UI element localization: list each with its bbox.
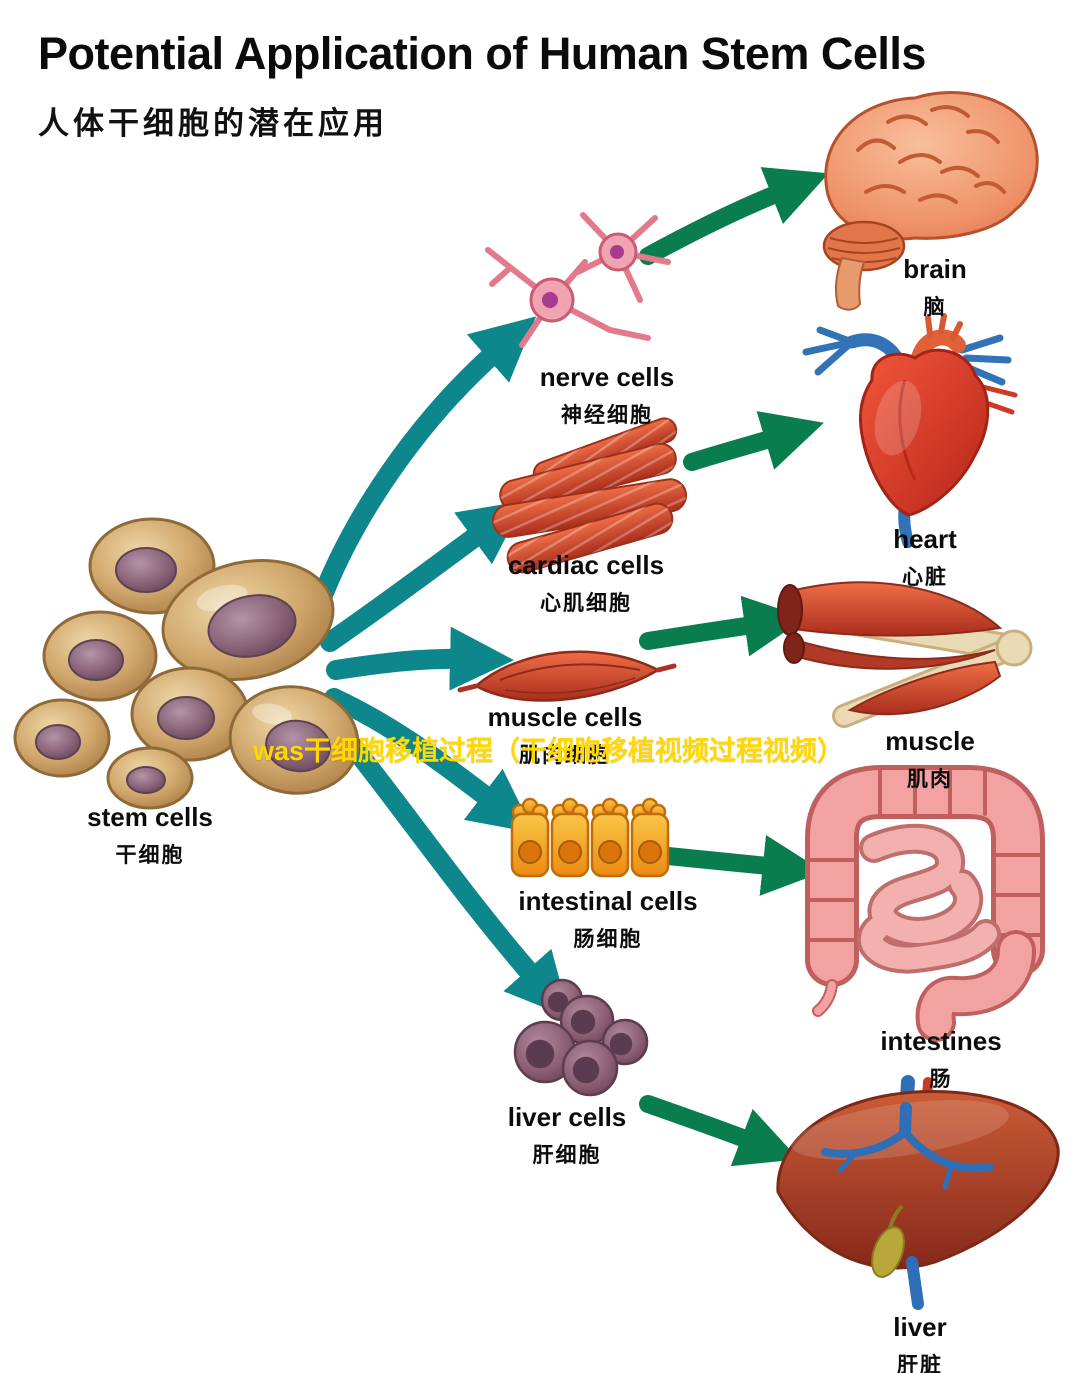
arrow-muscle-to-muscle — [639, 595, 806, 657]
stem-to-cell-arrows — [308, 316, 570, 1018]
nerve-cells-zh: 神经细胞 — [561, 404, 653, 427]
cell-to-organ-arrows — [639, 167, 829, 1167]
intestinal-cells-en: intestinal cells — [518, 886, 698, 916]
muscle-cells-zh: 肌肉细胞 — [519, 744, 611, 767]
label-intestines: intestines 肠 — [880, 1026, 1001, 1093]
label-muscle-organ: muscle 肌肉 — [885, 726, 975, 793]
brain-en: brain — [903, 254, 967, 284]
intestinal-cells-illustration — [510, 797, 670, 878]
intestinal-cells-zh: 肠细胞 — [573, 928, 643, 951]
cardiac-cells-illustration — [492, 417, 688, 574]
label-intestinal-cells: intestinal cells 肠细胞 — [518, 886, 697, 953]
arrow-stem-to-nerve — [308, 316, 537, 618]
intestines-zh: 肠 — [929, 1068, 953, 1091]
liver-organ-zh: 肝脏 — [897, 1354, 943, 1373]
liver-illustration — [776, 1075, 1060, 1310]
liver-cells-illustration — [513, 978, 649, 1097]
intestines-en: intestines — [880, 1026, 1002, 1056]
muscle-cells-en: muscle cells — [487, 702, 643, 732]
label-stem-cells: stem cells 干细胞 — [87, 802, 213, 869]
heart-zh: 心脏 — [901, 566, 948, 589]
muscle-organ-illustration — [777, 581, 1033, 728]
stem-cells-illustration — [13, 517, 360, 810]
brain-illustration — [822, 91, 1039, 311]
label-liver-organ: liver 肝脏 — [893, 1312, 947, 1373]
arrow-cardiac-to-heart — [683, 411, 824, 471]
arrow-stem-to-intestinal — [324, 688, 535, 834]
muscle-organ-zh: 肌肉 — [906, 768, 953, 791]
cardiac-cells-zh: 心肌细胞 — [540, 592, 632, 615]
arrow-stem-to-muscle — [326, 626, 514, 691]
label-cardiac-cells: cardiac cells 心肌细胞 — [508, 550, 664, 617]
arrow-liver-to-liver — [639, 1095, 799, 1167]
page-subtitle: 人体干细胞的潜在应用 — [38, 106, 388, 141]
stem-cells-zh: 干细胞 — [115, 844, 185, 867]
stem-cells-en: stem cells — [87, 802, 213, 832]
nerve-cells-illustration — [485, 212, 671, 348]
page-title: Potential Application of Human Stem Cell… — [38, 28, 926, 79]
label-liver-cells: liver cells 肝细胞 — [508, 1102, 627, 1169]
nerve-cells-en: nerve cells — [539, 362, 675, 392]
muscle-cells-illustration — [457, 650, 677, 702]
liver-organ-en: liver — [893, 1312, 947, 1342]
watermark-text: was干细胞移植过程（干细胞移植视频过程视频） — [253, 736, 845, 766]
brain-zh: 脑 — [923, 296, 947, 319]
arrow-intestinal-to-intestines — [659, 834, 824, 896]
label-heart: heart 心脏 — [893, 524, 957, 591]
label-nerve-cells: nerve cells 神经细胞 — [540, 362, 674, 429]
arrow-stem-to-cardiac — [320, 500, 525, 652]
heart-illustration — [802, 313, 1018, 548]
arrow-nerve-to-brain — [639, 167, 829, 265]
liver-cells-en: liver cells — [507, 1102, 627, 1132]
liver-cells-zh: 肝细胞 — [532, 1144, 602, 1167]
cardiac-cells-en: cardiac cells — [507, 550, 665, 580]
label-brain: brain 脑 — [903, 254, 967, 321]
label-muscle-cells: muscle cells 肌肉细胞 — [488, 702, 643, 769]
heart-en: heart — [893, 524, 957, 554]
muscle-organ-en: muscle — [885, 726, 975, 756]
intestines-illustration — [805, 765, 1045, 1042]
